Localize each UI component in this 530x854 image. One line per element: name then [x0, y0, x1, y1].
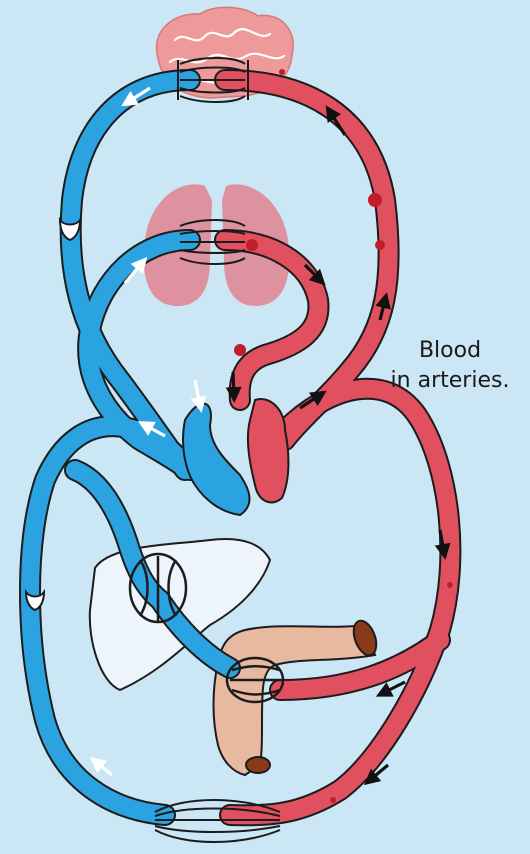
caption-line-2: in arteries.	[370, 366, 530, 396]
capillaries-body	[155, 800, 280, 842]
caption: Blood in arteries.	[370, 336, 530, 396]
heart-icon	[183, 399, 288, 515]
caption-line-1: Blood	[370, 336, 530, 366]
